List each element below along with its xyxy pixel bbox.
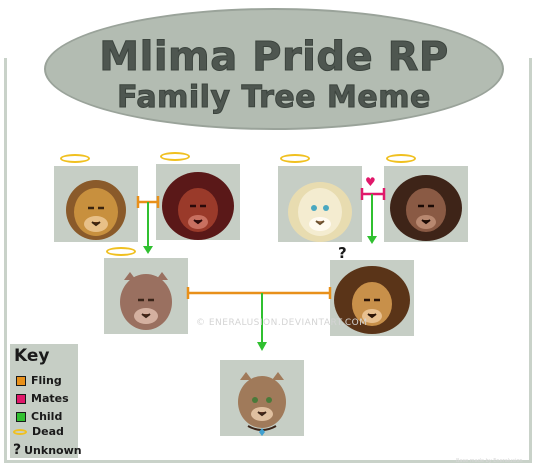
portrait-parent-left [104,258,188,334]
legend-label: Fling [31,374,62,387]
page-title: Mlima Pride RP [99,34,449,81]
portrait-grandsire-right [278,166,362,242]
portrait-granddam-right [384,166,468,242]
watermark: © ENERALUSION.DEVIANTART.COM [196,318,368,328]
child-arrow [143,246,153,254]
dead-halo-icon [386,154,416,163]
legend-label: Mates [31,392,69,405]
question-mark-icon: ? [13,442,22,458]
title-banner [44,8,504,130]
legend-item-fling: Fling [16,374,62,387]
legend-title: Key [14,346,50,366]
outer-frame [4,58,532,463]
legend-label: Unknown [24,443,82,457]
page-subtitle: Family Tree Meme [117,80,431,116]
portrait-child [220,360,304,436]
dead-halo-icon [160,152,190,161]
legend-label: Dead [32,425,64,438]
fling-swatch-icon [16,375,26,386]
child-arrow [367,236,377,244]
dead-halo-icon [60,154,90,163]
base-credit: Base made by Eneralusion [456,458,523,464]
portrait-grandsire-left [54,166,138,242]
legend-item-mates: Mates [16,392,69,405]
child-swatch-icon [16,411,26,422]
legend-label: Child [31,410,63,423]
dead-halo-icon [106,247,136,256]
child-arrow [257,342,267,351]
mates-swatch-icon [16,393,26,404]
legend-item-unknown: ? Unknown [13,442,82,458]
dead-halo-icon [280,154,310,163]
portrait-parent-right [330,260,414,336]
legend-item-dead: Dead [13,425,64,438]
heart-icon: ♥ [365,175,376,189]
legend-item-child: Child [16,410,62,423]
halo-icon [13,428,27,435]
portrait-granddam-left [156,164,240,240]
unknown-mark-icon: ? [338,244,347,262]
